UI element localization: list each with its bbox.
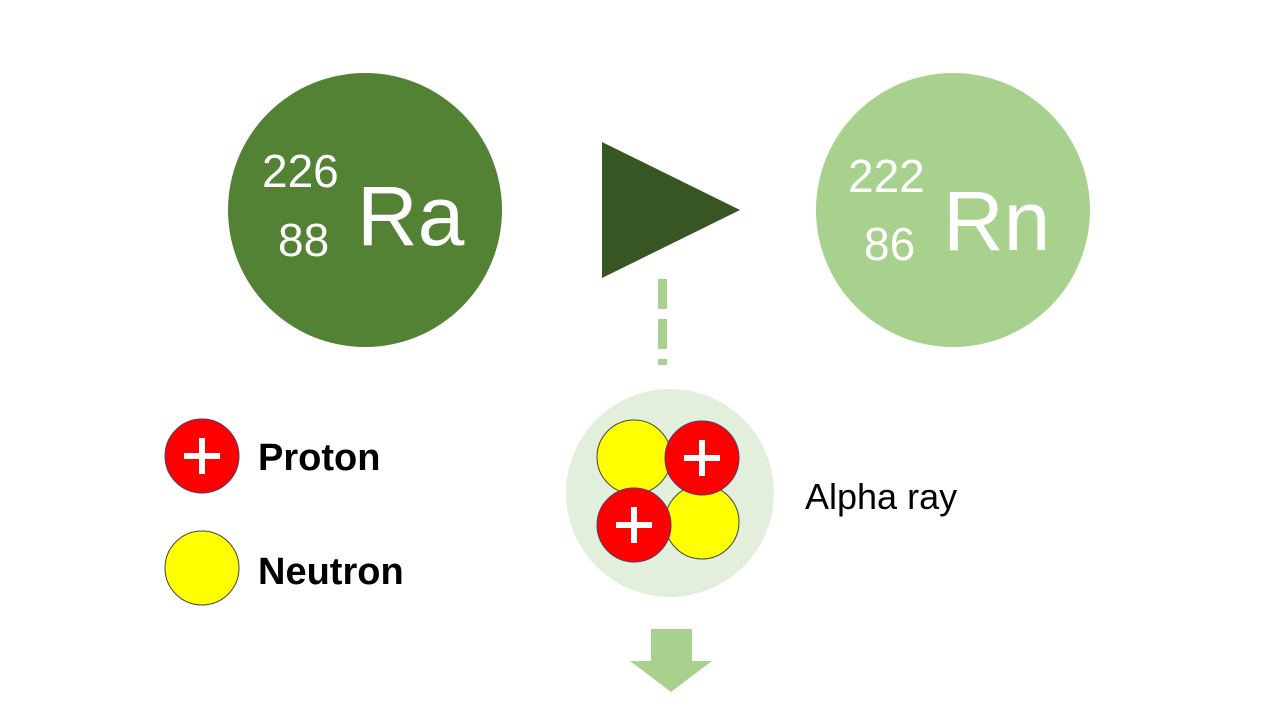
radium-mass-number: 226 [262, 145, 339, 197]
dashed-connector [658, 279, 667, 365]
alpha-background [566, 389, 774, 597]
legend: Proton Neutron [164, 418, 404, 606]
legend-neutron-label: Neutron [258, 551, 404, 593]
radium-atomic-number: 88 [278, 214, 329, 266]
down-arrow-icon [630, 629, 712, 692]
neutron-icon [596, 419, 672, 495]
legend-neutron-icon [164, 530, 240, 606]
decay-arrow-icon [602, 142, 740, 278]
radium-circle [228, 73, 502, 347]
legend-proton-icon [164, 418, 240, 494]
radon-symbol: Rn [943, 174, 1050, 268]
neutron-icon [664, 484, 740, 560]
proton-icon [596, 487, 672, 563]
radium-nucleus: 226 88 Ra [228, 73, 502, 347]
radium-symbol: Ra [357, 169, 465, 263]
legend-proton-label: Proton [258, 437, 380, 479]
radon-circle [816, 73, 1090, 347]
proton-icon [664, 420, 740, 496]
alpha-particle [566, 389, 774, 597]
alpha-ray-label: Alpha ray [805, 476, 957, 517]
radon-mass-number: 222 [848, 150, 925, 202]
radon-atomic-number: 86 [864, 218, 915, 270]
radon-nucleus: 222 86 Rn [816, 73, 1090, 347]
